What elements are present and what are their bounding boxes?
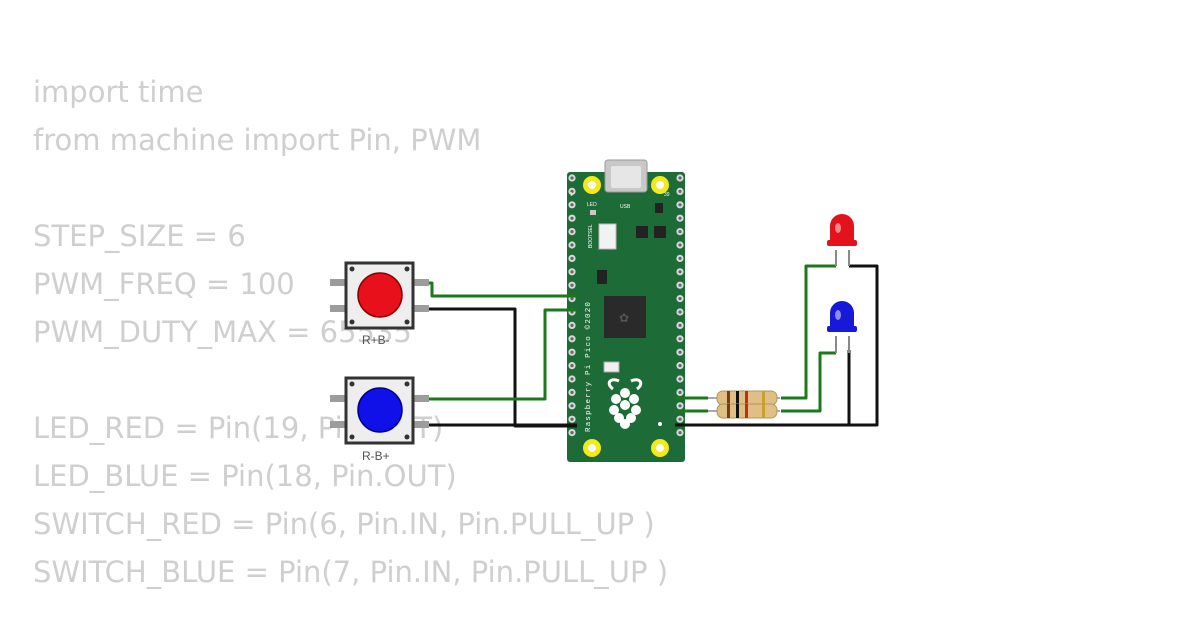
- rp2040-chip: [604, 296, 646, 338]
- header-pin-hole: [570, 417, 574, 421]
- push-button-blue[interactable]: R-B+: [330, 376, 429, 463]
- header-pin-hole: [678, 390, 682, 394]
- wire-red-switch-signal: [427, 281, 577, 298]
- chip-logo-icon: ✿: [619, 311, 629, 325]
- led-label: LED: [587, 202, 597, 208]
- bootsel-label: BOOTSEL: [588, 224, 594, 248]
- usb-port: [611, 166, 641, 188]
- code-line: import time: [33, 75, 204, 109]
- header-pin-hole: [570, 431, 574, 435]
- code-listing: import time from machine import Pin, PWM S…: [33, 68, 668, 596]
- wire-red-switch-ground: [427, 307, 577, 428]
- header-pin-hole: [570, 283, 574, 287]
- header-pin-hole: [570, 230, 574, 234]
- board-name-label: Raspberry Pi Pico ©2020: [584, 301, 593, 432]
- bootsel-button[interactable]: [598, 223, 617, 250]
- header-pin-hole: [678, 297, 682, 301]
- header-pin-hole: [570, 270, 574, 274]
- button-label-blue: R-B+: [362, 449, 390, 463]
- smd-component: [636, 226, 648, 238]
- header-pin-hole: [570, 404, 574, 408]
- smd-component: [597, 270, 607, 284]
- header-pin-hole: [570, 203, 574, 207]
- crystal: [603, 361, 620, 373]
- header-pin-hole: [570, 377, 574, 381]
- header-pin-hole: [678, 270, 682, 274]
- header-pin-hole: [678, 323, 682, 327]
- header-pin-hole: [678, 377, 682, 381]
- header-pin-hole: [678, 216, 682, 220]
- header-pin-hole: [570, 256, 574, 260]
- onboard-led: [590, 210, 596, 215]
- header-pin-hole: [570, 323, 574, 327]
- resistor[interactable]: [708, 403, 780, 419]
- header-pin-hole: [678, 256, 682, 260]
- smd-component: [654, 226, 666, 238]
- header-pin-hole: [678, 431, 682, 435]
- code-line: LED_BLUE = Pin(18, Pin.OUT): [33, 459, 457, 493]
- header-pin-hole: [570, 176, 574, 180]
- header-pin-hole: [678, 230, 682, 234]
- code-line: SWITCH_BLUE = Pin(7, Pin.IN, Pin.PULL_UP…: [33, 555, 669, 589]
- header-pin-hole: [570, 364, 574, 368]
- code-line: STEP_SIZE = 6: [33, 219, 246, 253]
- header-pin-hole: [678, 283, 682, 287]
- smd-component: [655, 203, 663, 213]
- header-pin-hole: [570, 337, 574, 341]
- header-pin-hole: [678, 176, 682, 180]
- wire-red-led-cathode: [675, 264, 879, 427]
- header-pin-hole: [678, 350, 682, 354]
- code-line: PWM_FREQ = 100: [33, 267, 295, 301]
- usb-label: USB: [620, 204, 631, 210]
- blue-led[interactable]: [827, 301, 857, 353]
- header-pin-hole: [678, 404, 682, 408]
- wires: [427, 264, 879, 428]
- header-pin-hole: [570, 350, 574, 354]
- wire-blue-switch-signal: [427, 308, 577, 401]
- header-pin-hole: [570, 216, 574, 220]
- wire-blue-led-anode: [781, 351, 836, 413]
- code-line: SWITCH_RED = Pin(6, Pin.IN, Pin.PULL_UP …: [33, 507, 655, 541]
- pico-board[interactable]: LED USB 1 39 BOOTSEL ✿: [567, 159, 685, 462]
- resistor[interactable]: [708, 390, 780, 406]
- pin-39-label: 39: [664, 192, 670, 198]
- push-button-red[interactable]: R+B-: [330, 261, 429, 347]
- header-pin-hole: [678, 203, 682, 207]
- raspberry-pi-logo-icon: [607, 378, 643, 429]
- header-pin-hole: [678, 417, 682, 421]
- pin-header-right: [676, 174, 684, 437]
- red-led[interactable]: [827, 214, 857, 266]
- header-pin-hole: [678, 243, 682, 247]
- wire-red-led-anode: [781, 264, 836, 400]
- header-pin-hole: [678, 189, 682, 193]
- header-pin-hole: [570, 189, 574, 193]
- header-pin-hole: [678, 337, 682, 341]
- header-pin-hole: [678, 364, 682, 368]
- pin-1-label: 1: [570, 192, 573, 198]
- header-pin-hole: [570, 243, 574, 247]
- code-line: from machine import Pin, PWM: [33, 123, 482, 157]
- header-pin-hole: [678, 310, 682, 314]
- button-label-red: R+B-: [362, 333, 390, 347]
- header-pin-hole: [570, 390, 574, 394]
- header-pin-hole: [570, 297, 574, 301]
